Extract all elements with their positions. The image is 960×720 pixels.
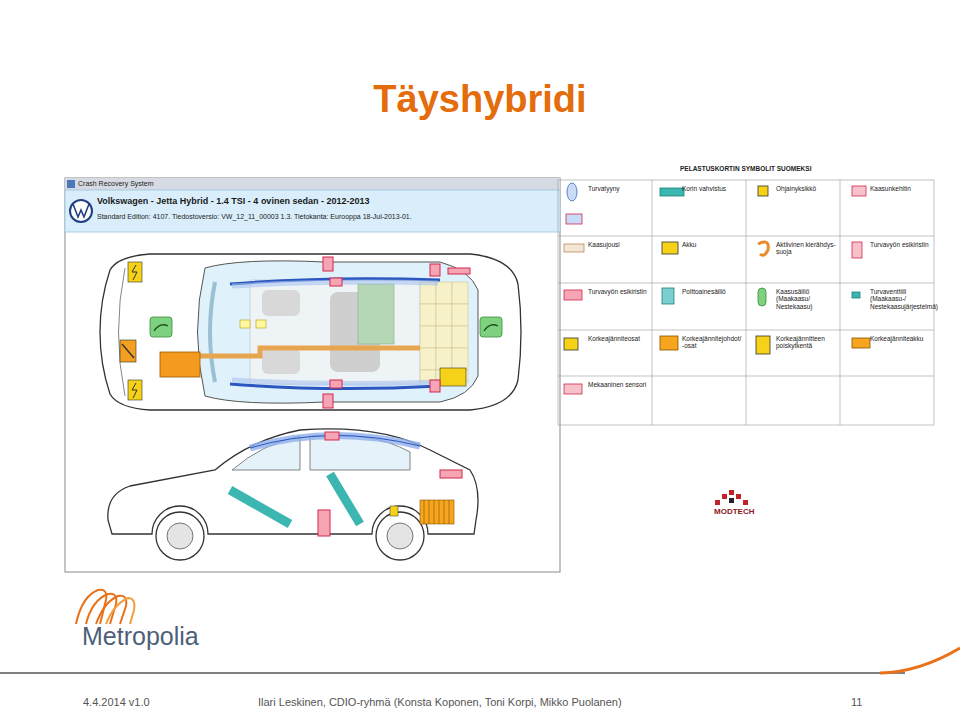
vehicle-heading: Volkswagen - Jetta Hybrid - 1.4 TSI - 4 … xyxy=(97,196,369,206)
legend-text: Aktiivinen kierähdys-suoja xyxy=(776,241,836,256)
legend-text: Korkeajänniteosat xyxy=(588,335,648,342)
vw-logo xyxy=(70,200,92,222)
legend-text: Akku xyxy=(682,241,742,248)
legend-text: Korin vahvistus xyxy=(682,185,742,192)
logo-text: MODTECH xyxy=(714,507,754,516)
window-icon xyxy=(67,180,75,188)
legend-text: Turvaventtiili (Maakaasu-/ Nestekaasujär… xyxy=(870,288,930,310)
legend-text: Korkeajännitteen poiskytkentä xyxy=(776,335,836,350)
legend-table xyxy=(558,180,934,425)
window-titlebar xyxy=(65,178,560,190)
legend-text: Polttoainesäiliö xyxy=(682,288,742,295)
page-number: 11 xyxy=(851,696,862,709)
footer-rule xyxy=(0,672,905,674)
screenshot-frame xyxy=(65,178,560,572)
legend-text: Mekaaninen sensori xyxy=(588,381,648,388)
edition-note: Standard Edition: 4107. Tiedostoversio: … xyxy=(97,213,412,221)
legend-text: Korkeajännitejohdot/ -osat xyxy=(682,335,742,350)
legend-text: Kaasusäiliö (Maakaasu/ Nestekaasu) xyxy=(776,288,836,310)
legend-text: Ohjainyksikkö xyxy=(776,185,836,192)
logo-text: Metropolia xyxy=(82,622,199,651)
car-top-view xyxy=(100,254,521,410)
footer-authors: Ilari Leskinen, CDIO-ryhmä (Konsta Kopon… xyxy=(258,696,622,709)
legend-text: Kaasunkehitin xyxy=(870,185,930,192)
header-band xyxy=(65,190,560,232)
legend-text: Kaasujousi xyxy=(588,241,648,248)
modtech-logo xyxy=(715,490,748,505)
window-title: Crash Recovery System xyxy=(78,180,153,188)
legend-text: Turvatyyny xyxy=(588,185,648,192)
legend-icons xyxy=(564,183,870,394)
legend-text: Korkeajänniteakku xyxy=(870,335,930,342)
footer-swoosh xyxy=(880,648,960,673)
metropolia-logo xyxy=(76,590,134,624)
legend-text: Turvavyön esikiristin xyxy=(870,241,930,248)
legend-text: Turvavyön esikiristin xyxy=(588,288,648,295)
car-side-view xyxy=(108,429,478,560)
slide-title: Täyshybridi xyxy=(0,78,960,122)
footer-date: 4.4.2014 v1.0 xyxy=(83,696,150,709)
legend-heading: PELASTUSKORTIN SYMBOLIT SUOMEKSI xyxy=(680,165,811,172)
